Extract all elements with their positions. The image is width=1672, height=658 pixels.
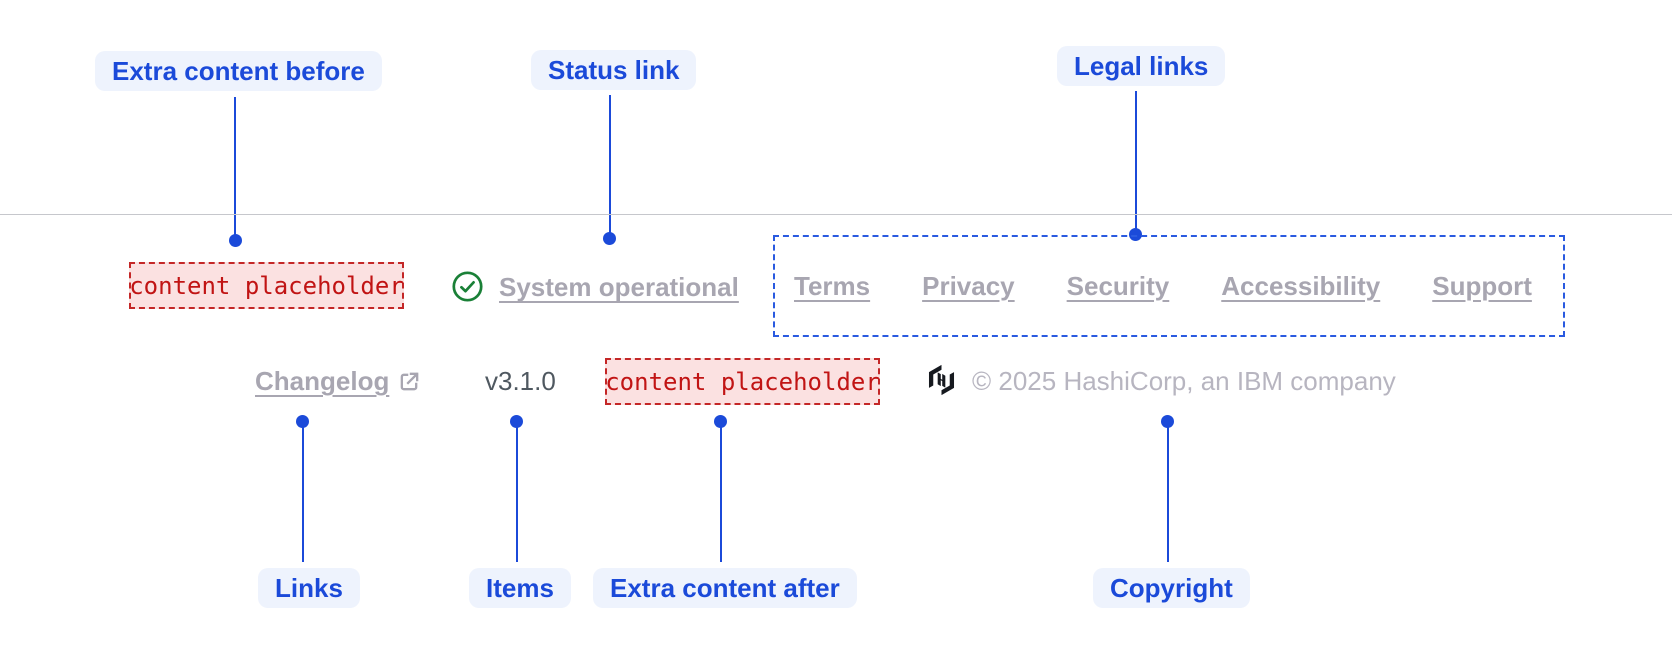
connector-dot-extra-content-after bbox=[714, 415, 727, 428]
connector-dot-status-link bbox=[603, 232, 616, 245]
legal-link-terms[interactable]: Terms bbox=[794, 270, 871, 301]
connector-line-status-link bbox=[609, 95, 611, 235]
legal-link-security[interactable]: Security bbox=[1066, 270, 1170, 301]
connector-line-copyright bbox=[1167, 427, 1169, 562]
legal-link-support[interactable]: Support bbox=[1432, 270, 1532, 301]
footer-top-divider bbox=[0, 214, 1672, 215]
legal-links-region: Terms Privacy Security Accessibility Sup… bbox=[773, 235, 1565, 337]
connector-line-legal-links bbox=[1135, 91, 1137, 231]
extra-content-before-placeholder: content placeholder bbox=[129, 262, 404, 309]
extra-content-after-placeholder: content placeholder bbox=[605, 358, 880, 405]
connector-dot-legal-links bbox=[1129, 228, 1142, 241]
callout-status-link: Status link bbox=[531, 50, 697, 90]
connector-line-extra-content-after bbox=[720, 427, 722, 562]
connector-line-items bbox=[516, 427, 518, 562]
check-circle-icon bbox=[452, 271, 483, 302]
hashicorp-logo-icon bbox=[927, 364, 956, 396]
callout-extra-content-after: Extra content after bbox=[593, 568, 857, 608]
external-link-icon bbox=[398, 370, 421, 393]
connector-line-extra-content-before bbox=[234, 97, 236, 237]
connector-dot-items bbox=[510, 415, 523, 428]
status-link[interactable]: System operational bbox=[499, 272, 739, 302]
changelog-link-label: Changelog bbox=[255, 366, 390, 396]
copyright-text: © 2025 HashiCorp, an IBM company bbox=[972, 366, 1396, 396]
callout-extra-content-before: Extra content before bbox=[95, 51, 382, 91]
connector-dot-copyright bbox=[1161, 415, 1174, 428]
callout-items: Items bbox=[469, 568, 571, 608]
connector-line-links bbox=[302, 427, 304, 562]
legal-link-privacy[interactable]: Privacy bbox=[922, 270, 1015, 301]
callout-links: Links bbox=[258, 568, 360, 608]
changelog-link[interactable]: Changelog bbox=[255, 366, 421, 397]
connector-dot-extra-content-before bbox=[229, 234, 242, 247]
callout-copyright: Copyright bbox=[1093, 568, 1250, 608]
version-item: v3.1.0 bbox=[485, 366, 556, 396]
connector-dot-links bbox=[296, 415, 309, 428]
callout-legal-links: Legal links bbox=[1057, 46, 1226, 86]
legal-link-accessibility[interactable]: Accessibility bbox=[1221, 270, 1381, 301]
